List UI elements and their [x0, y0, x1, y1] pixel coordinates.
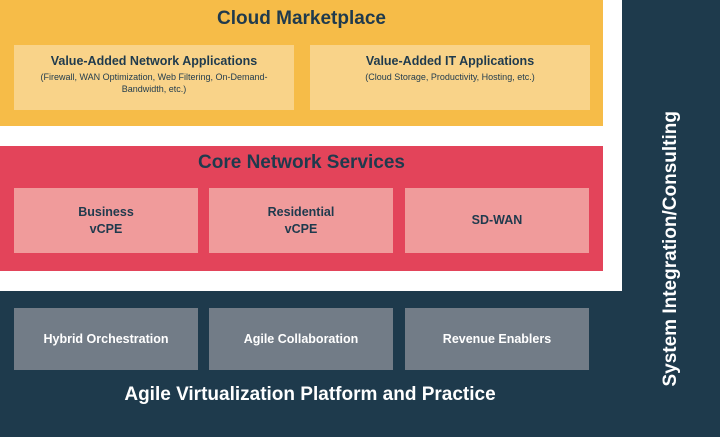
- system-integration-label-wrap: System Integration/Consulting: [622, 0, 720, 437]
- box-description: (Cloud Storage, Productivity, Hosting, e…: [365, 72, 535, 82]
- box-title: Value-Added IT Applications: [365, 54, 535, 68]
- box-label: Residential vCPE: [267, 204, 335, 236]
- sd-wan-box: SD-WAN: [405, 188, 589, 253]
- cloud-marketplace-title: Cloud Marketplace: [217, 8, 386, 29]
- box-label: SD-WAN: [471, 213, 523, 228]
- revenue-enablers-box: Revenue Enablers: [405, 308, 589, 370]
- system-integration-label: System Integration/Consulting: [660, 110, 681, 387]
- agile-collaboration-box: Agile Collaboration: [209, 308, 393, 370]
- box-title: Value-Added Network Applications: [50, 54, 258, 68]
- residential-vcpe-box: Residential vCPE: [209, 188, 393, 253]
- box-label: Revenue Enablers: [442, 332, 552, 346]
- network-applications-box: Value-Added Network Applications (Firewa…: [14, 45, 294, 110]
- it-applications-box: Value-Added IT Applications (Cloud Stora…: [310, 45, 590, 110]
- box-description: (Firewall, WAN Optimization, Web Filteri…: [40, 72, 268, 94]
- system-integration-band: [622, 0, 720, 437]
- hybrid-orchestration-box: Hybrid Orchestration: [14, 308, 198, 370]
- core-network-title: Core Network Services: [198, 152, 405, 173]
- platform-title: Agile Virtualization Platform and Practi…: [124, 384, 496, 405]
- box-label: Hybrid Orchestration: [43, 332, 169, 346]
- box-label: Business vCPE: [78, 204, 134, 236]
- business-vcpe-box: Business vCPE: [14, 188, 198, 253]
- box-label: Agile Collaboration: [243, 332, 359, 346]
